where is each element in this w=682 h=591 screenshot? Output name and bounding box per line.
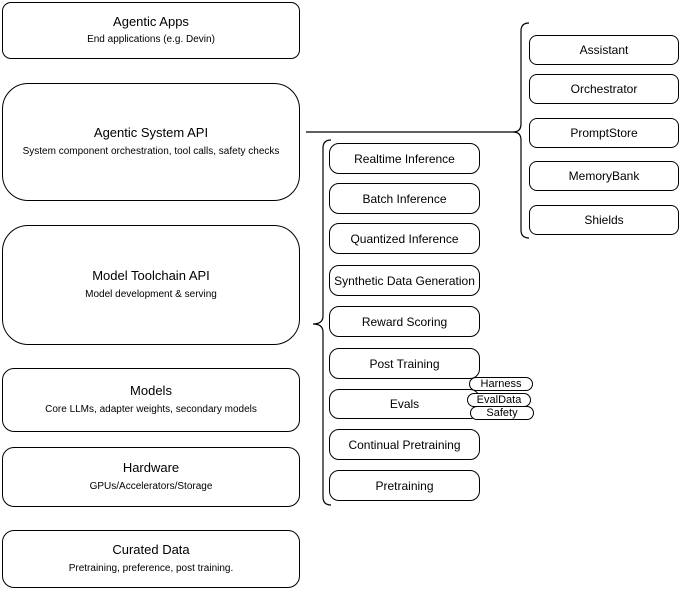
- node-orchestrator: Orchestrator: [529, 74, 679, 104]
- node-title: Models: [130, 383, 172, 399]
- node-shields: Shields: [529, 205, 679, 235]
- node-title: Agentic System API: [93, 125, 209, 141]
- node-agentic-apps: Agentic Apps End applications (e.g. Devi…: [2, 2, 300, 59]
- node-subtitle: Core LLMs, adapter weights, secondary mo…: [45, 403, 257, 415]
- node-subtitle: Pretraining, preference, post training.: [68, 562, 234, 574]
- node-subtitle: System component orchestration, tool cal…: [22, 145, 280, 157]
- node-curated-data: Curated Data Pretraining, preference, po…: [2, 530, 300, 588]
- tag-safety: Safety: [470, 406, 534, 420]
- node-agentic-system-api: Agentic System API System component orch…: [2, 83, 300, 201]
- node-subtitle: End applications (e.g. Devin): [87, 34, 215, 46]
- node-title: Curated Data: [112, 542, 190, 558]
- node-assistant: Assistant: [529, 35, 679, 65]
- tag-evaldata: EvalData: [467, 393, 531, 407]
- tag-harness: Harness: [469, 377, 533, 391]
- node-title: Agentic Apps: [113, 13, 189, 29]
- node-subtitle: Model development & serving: [85, 288, 217, 300]
- node-continual-pretraining: Continual Pretraining: [329, 429, 480, 460]
- node-synthetic-data-generation: Synthetic Data Generation: [329, 265, 480, 296]
- node-batch-inference: Batch Inference: [329, 183, 480, 214]
- system-components-bracket: [512, 22, 530, 239]
- node-model-toolchain-api: Model Toolchain API Model development & …: [2, 225, 300, 345]
- node-hardware: Hardware GPUs/Accelerators/Storage: [2, 447, 300, 507]
- node-pretraining: Pretraining: [329, 470, 480, 501]
- node-evals: Evals: [329, 389, 480, 419]
- node-quantized-inference: Quantized Inference: [329, 223, 480, 254]
- node-title: Model Toolchain API: [92, 268, 210, 284]
- node-subtitle: GPUs/Accelerators/Storage: [89, 480, 213, 492]
- node-promptstore: PromptStore: [529, 118, 679, 148]
- node-models: Models Core LLMs, adapter weights, secon…: [2, 368, 300, 432]
- node-reward-scoring: Reward Scoring: [329, 306, 480, 337]
- node-post-training: Post Training: [329, 348, 480, 379]
- node-memorybank: MemoryBank: [529, 161, 679, 191]
- node-realtime-inference: Realtime Inference: [329, 143, 480, 174]
- node-title: Hardware: [122, 460, 180, 476]
